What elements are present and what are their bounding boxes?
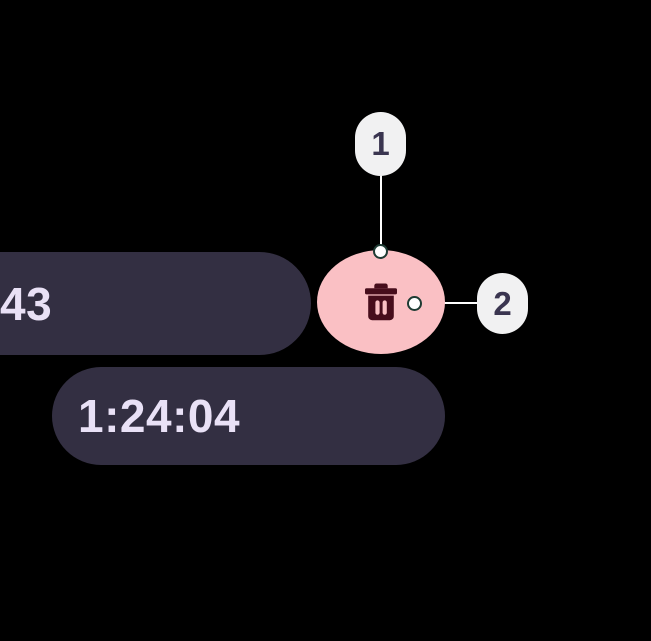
step-badge-1-label: 1 (371, 125, 390, 162)
duration-pill-label: 1:24:04 (78, 390, 241, 442)
step-badge-1[interactable]: 1 (355, 112, 406, 176)
connector-line-2 (414, 302, 502, 304)
step-badge-2-label: 2 (493, 284, 512, 322)
step-badge-2[interactable]: 2 (477, 273, 528, 334)
delete-node-button[interactable] (317, 250, 445, 354)
trash-icon (365, 283, 397, 321)
connector-line-1 (380, 152, 382, 253)
count-pill-label: 43 (0, 277, 53, 330)
right-anchor-handle[interactable] (407, 296, 422, 311)
duration-pill[interactable]: 1:24:04 (52, 367, 445, 465)
count-pill[interactable]: 43 (0, 252, 311, 355)
top-anchor-handle[interactable] (373, 244, 388, 259)
